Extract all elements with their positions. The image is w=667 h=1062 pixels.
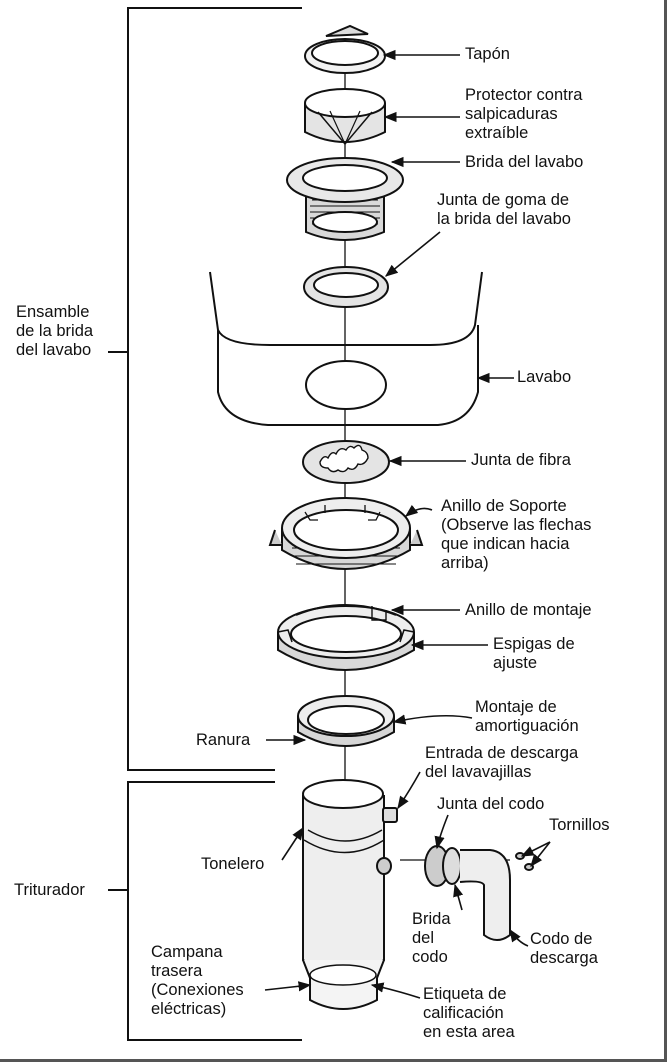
- cushion-mount-part: [297, 695, 395, 747]
- dishwasher-inlet-label: Entrada de descarga del lavavajillas: [425, 744, 579, 781]
- mounting-ring-label: Anillo de montaje: [465, 601, 592, 619]
- fiber-gasket-label: Junta de fibra: [471, 451, 571, 469]
- cushion-mount-label: Montaje de amortiguación: [475, 698, 579, 735]
- stopper-part: [304, 24, 386, 74]
- sink-flange-label: Brida del lavabo: [465, 153, 584, 171]
- leader-elbow-flange: [453, 883, 464, 911]
- rubber-gasket-label: Junta de goma de la brida del lavabo: [437, 191, 571, 228]
- leader-rating-label: [370, 982, 421, 999]
- leader-lines: [264, 49, 551, 999]
- adjustment-tabs-label: Espigas de ajuste: [493, 635, 575, 672]
- sink-label: Lavabo: [517, 368, 572, 386]
- stopper-label: Tapón: [465, 45, 510, 63]
- splash-guard-part: [304, 88, 386, 146]
- rubber-gasket-part: [303, 266, 389, 308]
- leader-cushion-mount: [392, 714, 473, 725]
- flange-assembly-bracket: [108, 7, 302, 771]
- support-ring-part: [268, 497, 424, 570]
- mounting-ring-part: [277, 604, 415, 671]
- sink-basin-part: [209, 271, 483, 426]
- leader-hopper: [281, 826, 304, 861]
- screws-label: Tornillos: [549, 816, 610, 834]
- flange-assembly-label: Ensamble de la brida del lavabo: [16, 303, 94, 359]
- disposer-body-part: [302, 779, 398, 1010]
- elbow-flange-label: Brida del codo: [412, 910, 451, 966]
- elbow-gasket-label: Junta del codo: [437, 795, 545, 813]
- leader-rubber-gasket: [385, 231, 441, 277]
- discharge-elbow-label: Codo de descarga: [530, 930, 598, 967]
- rating-label-label: Etiqueta de calificación en esta area: [423, 985, 515, 1041]
- fiber-gasket-part: [302, 440, 390, 484]
- leader-elbow-gasket: [434, 814, 449, 850]
- sink-flange-part: [286, 157, 404, 241]
- splash-guard-label: Protector contra salpicaduras extraíble: [465, 86, 583, 142]
- rear-cover-label: Campana trasera (Conexiones eléctricas): [151, 943, 244, 1018]
- leader-screw-2: [530, 841, 551, 868]
- disposer-label: Triturador: [14, 881, 85, 899]
- leader-screw-1: [520, 841, 551, 857]
- leader-dishwasher-inlet: [397, 771, 421, 810]
- hopper-label: Tonelero: [201, 855, 265, 873]
- leader-support-ring: [404, 504, 433, 517]
- leader-discharge-elbow: [509, 928, 529, 947]
- leader-rear-cover: [264, 981, 312, 992]
- groove-label: Ranura: [196, 731, 251, 749]
- support-ring-label: Anillo de Soporte (Observe las flechas q…: [441, 497, 592, 572]
- disposer-bracket: [108, 781, 302, 1041]
